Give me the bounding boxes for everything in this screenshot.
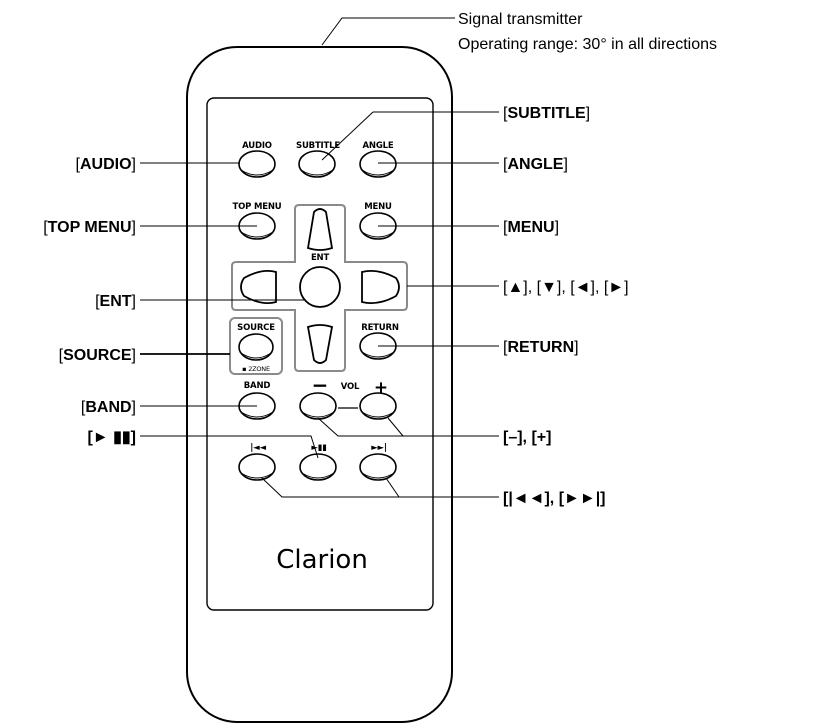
return-label: RETURN [361,323,399,333]
callout-arrows: [▲], [▼], [◄], [►] [503,279,629,296]
source-button[interactable] [238,333,274,361]
leader-play-pause [140,435,319,459]
leader-skip [261,477,499,498]
vol-minus-label: − [312,373,329,397]
callout-angle: [ANGLE] [503,156,568,173]
vol-minus-button-edge [301,411,335,418]
callout-ent: [ENT] [95,293,136,310]
leader-volume-2 [387,417,404,437]
angle-button-edge [361,169,395,176]
audio-label: AUDIO [242,141,272,151]
vol-plus-button[interactable] [359,392,397,420]
arrow-up-icon[interactable] [306,208,334,251]
leader-subtitle-2 [321,111,374,161]
audio-button[interactable] [238,150,276,178]
next-label: ►►| [371,443,387,453]
callout-top-menu: [TOP MENU] [43,219,136,236]
top-menu-label: TOP MENU [233,202,282,212]
subtitle-button-edge [300,169,334,176]
angle-label: ANGLE [363,141,394,151]
callout-menu: [MENU] [503,219,559,236]
arrow-down-icon[interactable] [306,324,334,364]
callout-volume: [–], [+] [503,429,551,446]
angle-button[interactable] [359,150,397,178]
next-button-edge [361,472,395,479]
subtitle-button[interactable] [298,150,336,178]
subtitle-label: SUBTITLE [296,141,340,151]
source-label: SOURCE [237,323,275,333]
leader-skip-2 [385,477,400,498]
prev-label: |◄◄ [250,443,266,453]
next-button[interactable] [359,453,397,481]
vol-plus-button-edge [361,411,395,418]
callout-source: [SOURCE] [59,347,136,364]
play-pause-button-edge [301,472,335,479]
prev-button-edge [240,472,274,479]
prev-button[interactable] [238,453,276,481]
band-label: BAND [244,381,271,391]
callout-band: [BAND] [81,399,136,416]
transmitter-title: Signal transmitter [458,11,583,28]
callout-skip: [|◄◄], [►►|] [503,490,606,507]
transmitter-range: Operating range: 30° in all directions [458,36,717,53]
arrow-left-icon[interactable] [240,269,277,305]
leader-volume [317,417,499,437]
vol-label: VOL [341,382,360,392]
transmitter-leader-line [321,17,455,46]
callout-play-pause: [► ▮▮] [87,429,136,446]
top-menu-button-edge [240,231,274,238]
audio-button-edge [240,169,274,176]
menu-label: MENU [364,202,392,212]
vol-minus-button[interactable] [299,392,337,420]
return-button-edge [361,351,395,358]
callout-subtitle: [SUBTITLE] [503,105,590,122]
callout-audio: [AUDIO] [76,156,136,173]
play-pause-label: ►▮▮ [311,443,326,453]
band-button-edge [240,411,274,418]
dpad-frame [231,204,408,372]
ent-label: ENT [311,253,330,263]
play-pause-button[interactable] [299,453,337,481]
zone-label: ▪ 2ZONE [242,365,270,373]
menu-button-edge [361,231,395,238]
brand-logo: Clarion [276,545,368,575]
source-frame [229,317,283,375]
callout-return: [RETURN] [503,339,579,356]
source-button-edge [240,352,272,359]
arrow-right-icon[interactable] [361,269,400,305]
ent-button[interactable] [299,266,341,308]
